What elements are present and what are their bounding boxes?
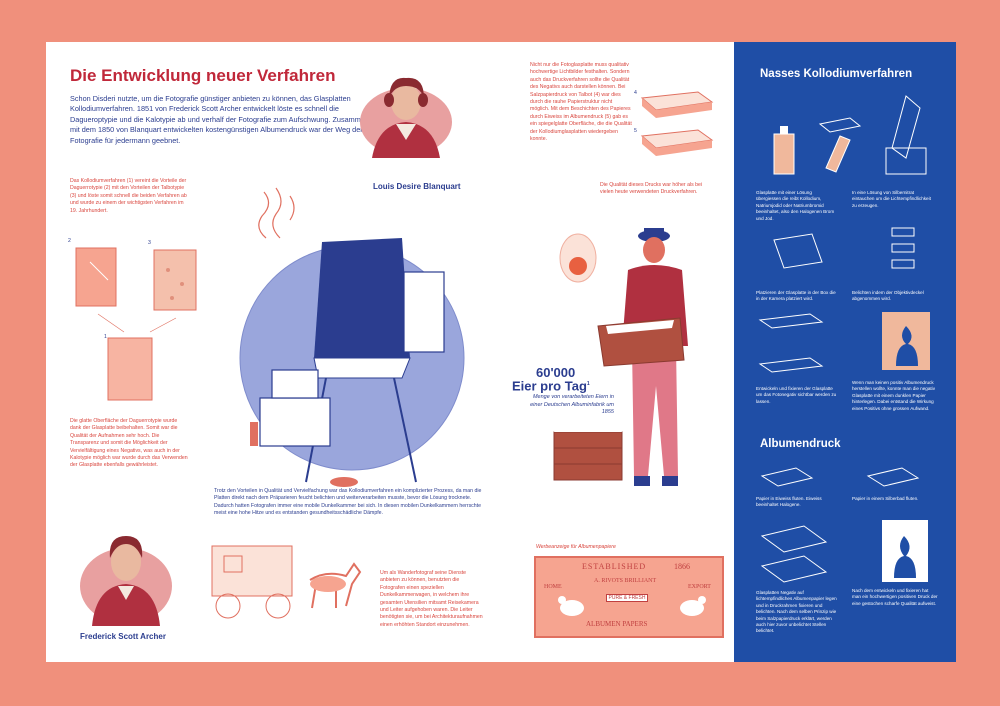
ad-export: EXPORT	[688, 584, 711, 590]
paper-samples	[640, 91, 714, 156]
hen-icon	[558, 596, 584, 616]
albumen-step-2: Papier in einem Silberbad fluten.	[852, 496, 919, 501]
ad-home: HOME	[544, 584, 562, 590]
albumen-print-illustrations	[760, 520, 928, 583]
albumen-step-1: Papier in Eiweiss fluten. Eiweiss beeinh…	[756, 496, 822, 508]
dunkelkammer-note: Trotz den Vorteilen in Qualität und Verv…	[214, 488, 482, 517]
egg-worker-illustration	[597, 228, 688, 486]
poster-page: Die Entwicklung neuer Verfahren Schon Di…	[46, 42, 734, 662]
albumen-title: Albumendruck	[760, 438, 841, 450]
albumen-step-4: Nach dem entwickeln und fixieren hat man…	[852, 588, 938, 606]
label-2: 2	[68, 238, 71, 244]
ad-established: ESTABLISHED	[582, 562, 647, 571]
blanquart-portrait	[360, 77, 452, 158]
process-panel: Nasses Kollodiumverfahren Glasplatte mit…	[734, 42, 956, 662]
kollodium-step-illustrations	[773, 95, 927, 175]
wagon-illustration	[211, 545, 362, 619]
glatt-note: Die glatte Oberfläche der Daguerrotypie …	[70, 418, 188, 469]
druck-note: Die Qualität dieses Drucks war höher als…	[600, 182, 703, 196]
foto-note: Nicht nur die Fotoglasplatte muss qualit…	[530, 62, 632, 143]
blanquart-name: Louis Desire Blanquart	[373, 182, 461, 191]
egg-unit: Eier pro Tag1	[512, 378, 590, 394]
hen-icon	[680, 596, 706, 616]
albumen-step-3: Glasplatten Negativ auf lichtempfindlich…	[756, 590, 837, 634]
egg-caption: Menge von verarbeiteten Eiern in einer D…	[530, 394, 614, 416]
camera-step-illustrations	[773, 227, 915, 269]
wander-note: Um als Wanderfotograf seine Dienste anbi…	[380, 570, 483, 628]
egg-crate	[553, 424, 623, 481]
kollodium-note: Das Kollodiumverfahren (1) vereint die V…	[70, 178, 187, 214]
ad-product: ALBUMEN PAPERS	[586, 620, 648, 628]
werbe-caption: Werbeanzeige für Albumenpapiere	[536, 544, 616, 550]
archer-portrait	[80, 536, 172, 626]
label-3: 3	[148, 240, 151, 246]
archer-name: Frederick Scott Archer	[80, 632, 166, 641]
albumen-flood-illustrations	[760, 467, 920, 487]
ad-year: 1866	[674, 562, 690, 571]
kollodium-step-2: In eine Lösung von Silbernitrat eintauch…	[852, 190, 931, 208]
kollodium-step-6: Wenn man keinen positiv Albumendruck her…	[852, 380, 935, 411]
plates-diagram	[75, 247, 197, 401]
kollodium-title: Nasses Kollodiumverfahren	[760, 68, 913, 80]
darkroom-illustration	[239, 187, 465, 487]
kollodium-step-4: Belichten indem der Objektivdeckel abgen…	[852, 290, 924, 302]
develop-step-illustrations	[758, 312, 930, 373]
ad-pure: PURE & FRESH	[606, 594, 648, 602]
label-4: 4	[634, 90, 637, 96]
ad-brand: A. RIVOTS BRILLIANT	[594, 578, 657, 584]
label-5: 5	[634, 128, 637, 134]
albumen-ad: ESTABLISHED 1866 HOME EXPORT A. RIVOTS B…	[534, 556, 724, 638]
intro-text: Schon Disderi nutzte, um die Fotografie …	[70, 94, 369, 145]
kollodium-step-3: Platzieren der Glasplatte in der Box die…	[756, 290, 836, 302]
egg-icon	[559, 233, 597, 283]
egg-count: 60'000	[536, 365, 576, 380]
label-1: 1	[104, 334, 107, 340]
kollodium-step-5: Entwickeln und fixieren der Glasplatte u…	[756, 386, 837, 404]
page-title: Die Entwicklung neuer Verfahren	[70, 66, 336, 85]
kollodium-step-1: Glasplatte mit einer Lösung übergiessen …	[756, 190, 835, 221]
